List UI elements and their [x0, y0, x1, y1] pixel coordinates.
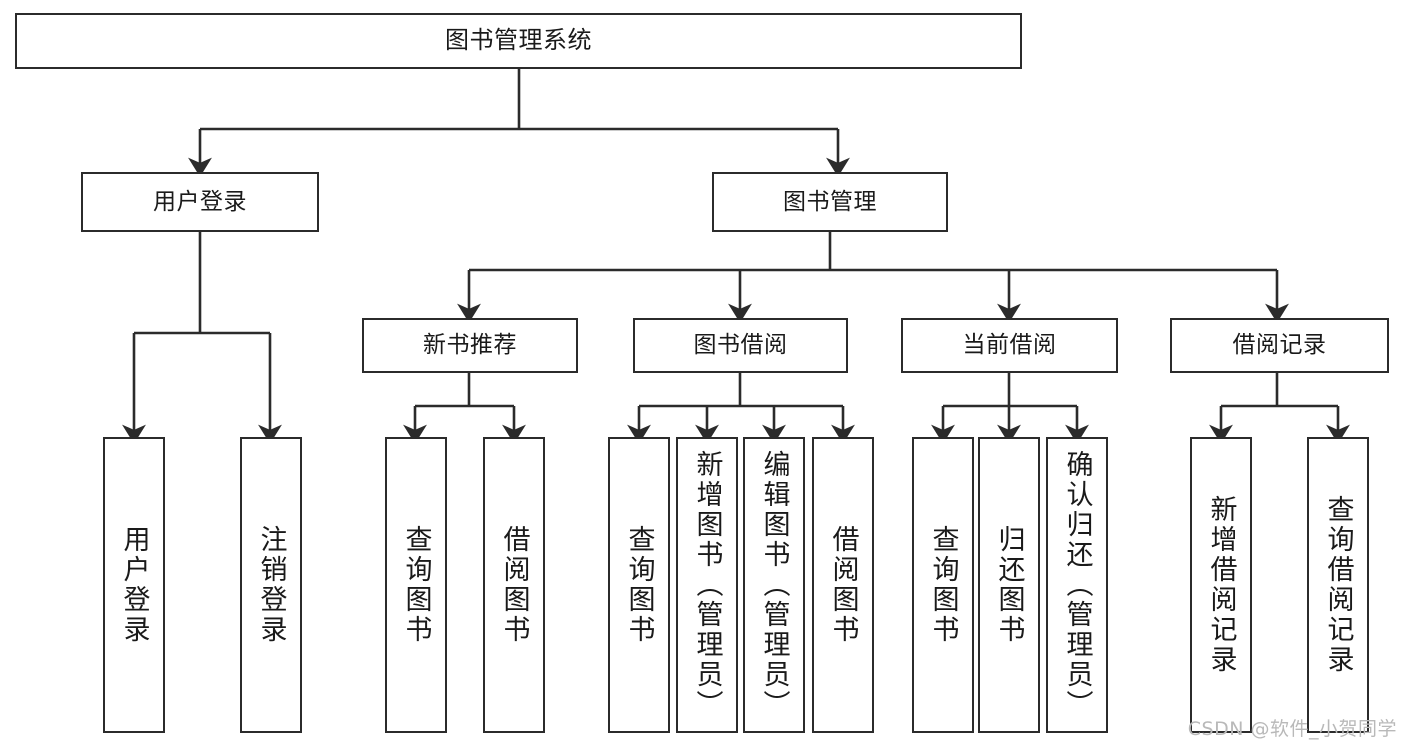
watermark-text: CSDN @软件_小贺同学	[1187, 718, 1397, 740]
leaf-current-query-book[interactable]: 查询图书	[912, 437, 974, 733]
leaf-recommend-borrow-book[interactable]: 借阅图书	[483, 437, 545, 733]
node-label: 当前借阅	[962, 332, 1057, 359]
leaf-user-login-login[interactable]: 用户登录	[103, 437, 165, 733]
node-user-login[interactable]: 用户登录	[81, 172, 319, 232]
node-label: 查询借阅记录	[1322, 495, 1354, 675]
node-label: 归还图书	[993, 525, 1025, 645]
node-label: 图书管理	[783, 188, 877, 215]
node-label: 查询图书	[400, 525, 432, 645]
leaf-borrow-add-book-admin[interactable]: 新增图书（管理员）	[676, 437, 738, 733]
node-current-borrow[interactable]: 当前借阅	[901, 318, 1118, 373]
leaf-current-return-book[interactable]: 归还图书	[978, 437, 1040, 733]
node-label: 借阅记录	[1232, 332, 1327, 359]
node-label: 查询图书	[927, 525, 959, 645]
node-label: 图书借阅	[693, 332, 788, 359]
leaf-recommend-query-book[interactable]: 查询图书	[385, 437, 447, 733]
leaf-borrow-borrow-book[interactable]: 借阅图书	[812, 437, 874, 733]
node-label: 注销登录	[255, 525, 287, 645]
node-label: 借阅图书	[827, 525, 859, 645]
leaf-user-login-logout[interactable]: 注销登录	[240, 437, 302, 733]
leaf-record-add-record[interactable]: 新增借阅记录	[1190, 437, 1252, 733]
node-new-book-recommend[interactable]: 新书推荐	[362, 318, 578, 373]
node-borrow-record[interactable]: 借阅记录	[1170, 318, 1389, 373]
node-label: 新增借阅记录	[1205, 495, 1237, 675]
node-book-borrow[interactable]: 图书借阅	[633, 318, 848, 373]
node-label: 查询图书	[623, 525, 655, 645]
leaf-current-confirm-return-admin[interactable]: 确认归还（管理员）	[1046, 437, 1108, 733]
node-label: 新增图书（管理员）	[691, 450, 723, 720]
node-label: 借阅图书	[498, 525, 530, 645]
node-root-system[interactable]: 图书管理系统	[15, 13, 1022, 69]
node-label: 用户登录	[153, 188, 247, 215]
node-label: 编辑图书（管理员）	[758, 450, 790, 720]
node-label: 确认归还（管理员）	[1061, 450, 1093, 720]
node-label: 用户登录	[118, 525, 150, 645]
leaf-record-query-record[interactable]: 查询借阅记录	[1307, 437, 1369, 733]
node-label: 新书推荐	[423, 332, 517, 359]
node-label: 图书管理系统	[445, 26, 592, 55]
node-book-management[interactable]: 图书管理	[712, 172, 948, 232]
leaf-borrow-query-book[interactable]: 查询图书	[608, 437, 670, 733]
leaf-borrow-edit-book-admin[interactable]: 编辑图书（管理员）	[743, 437, 805, 733]
